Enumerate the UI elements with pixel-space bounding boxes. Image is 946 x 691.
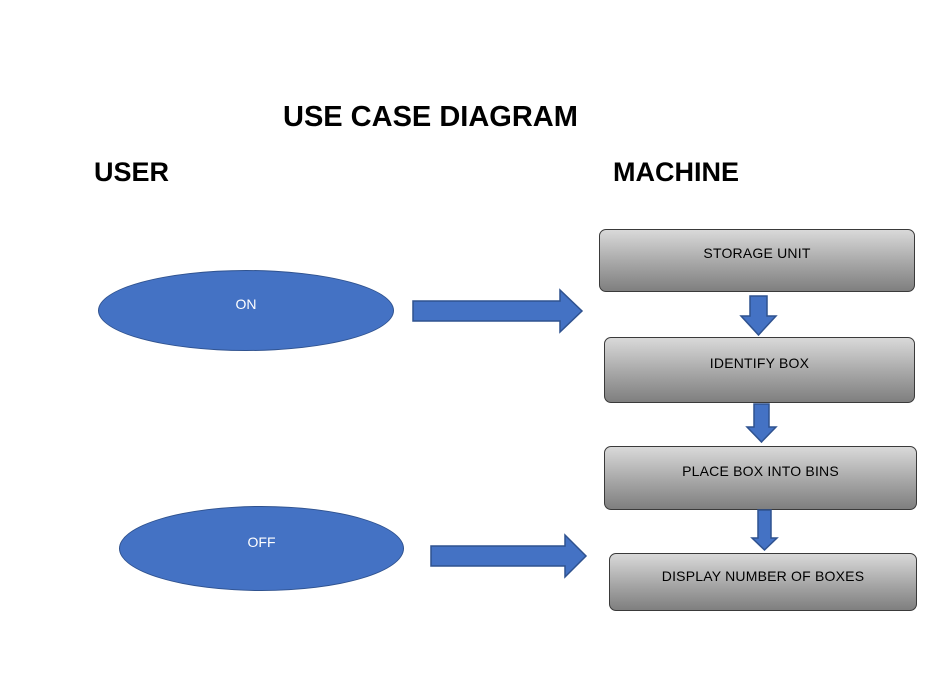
machine-actor-heading: MACHINE	[613, 157, 739, 187]
place-to-display-arrow-icon	[750, 509, 779, 552]
place-box-into-bins-step: PLACE BOX INTO BINS	[604, 446, 917, 510]
off-to-machine-arrow-icon	[430, 533, 588, 579]
storage-unit-step: STORAGE UNIT	[599, 229, 915, 292]
off-use-case-ellipse[interactable]: OFF	[119, 506, 404, 591]
user-actor-heading: USER	[94, 157, 170, 187]
identify-to-place-arrow-icon	[745, 403, 778, 444]
on-to-machine-arrow-icon	[412, 288, 584, 334]
display-number-of-boxes-step: DISPLAY NUMBER OF BOXES	[609, 553, 917, 611]
off-use-case-label: OFF	[247, 533, 276, 550]
diagram-title: USE CASE DIAGRAM	[283, 101, 578, 133]
on-use-case-ellipse[interactable]: ON	[98, 270, 394, 351]
on-use-case-label: ON	[235, 295, 257, 312]
identify-box-step: IDENTIFY BOX	[604, 337, 915, 403]
storage-to-identify-arrow-icon	[739, 295, 778, 337]
